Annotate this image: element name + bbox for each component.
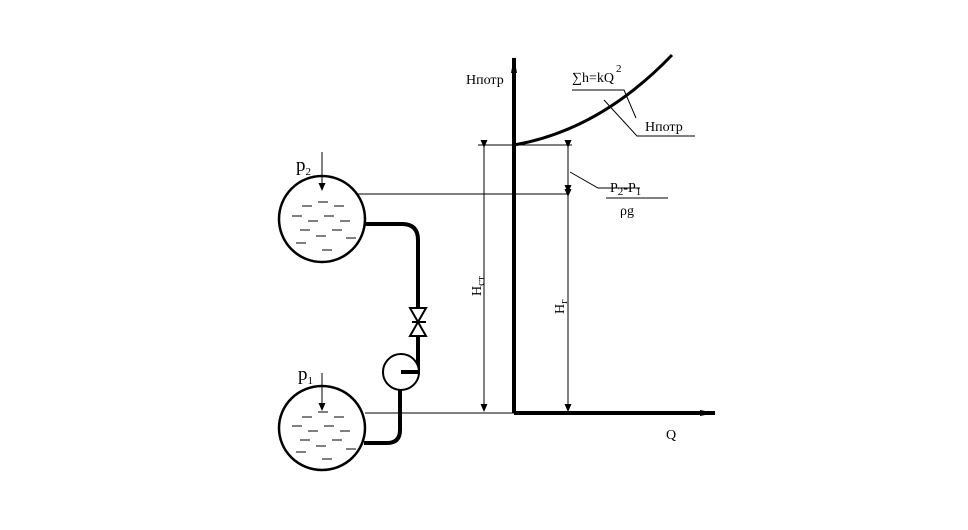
suction-pipe	[364, 376, 402, 445]
leader-sum-h	[572, 89, 637, 119]
label-h-st: Нст	[470, 276, 487, 296]
upper-tank-liquid-dashes	[292, 201, 356, 251]
label-sum-h: ∑h=kQ2	[572, 63, 622, 86]
discharge-pipe	[365, 222, 420, 374]
system-curve-hpotr	[513, 53, 674, 147]
label-h-potr-curve: Нпотр	[645, 120, 683, 135]
label-p2: p2	[296, 155, 311, 178]
label-h-g: Нг	[553, 299, 570, 314]
leader-hpotr-curve	[603, 99, 695, 137]
valve-icon	[408, 307, 428, 337]
leader-pressure-diff	[569, 171, 640, 189]
label-h-potr-axis: Нпотр	[466, 73, 504, 88]
lower-tank-liquid-dashes	[292, 411, 356, 460]
label-pressure-diff-denominator: ρg	[620, 204, 634, 219]
label-pressure-diff-numerator: Р2-Р1	[610, 181, 641, 198]
label-q-axis: Q	[666, 428, 676, 443]
label-p1: p1	[298, 364, 313, 387]
